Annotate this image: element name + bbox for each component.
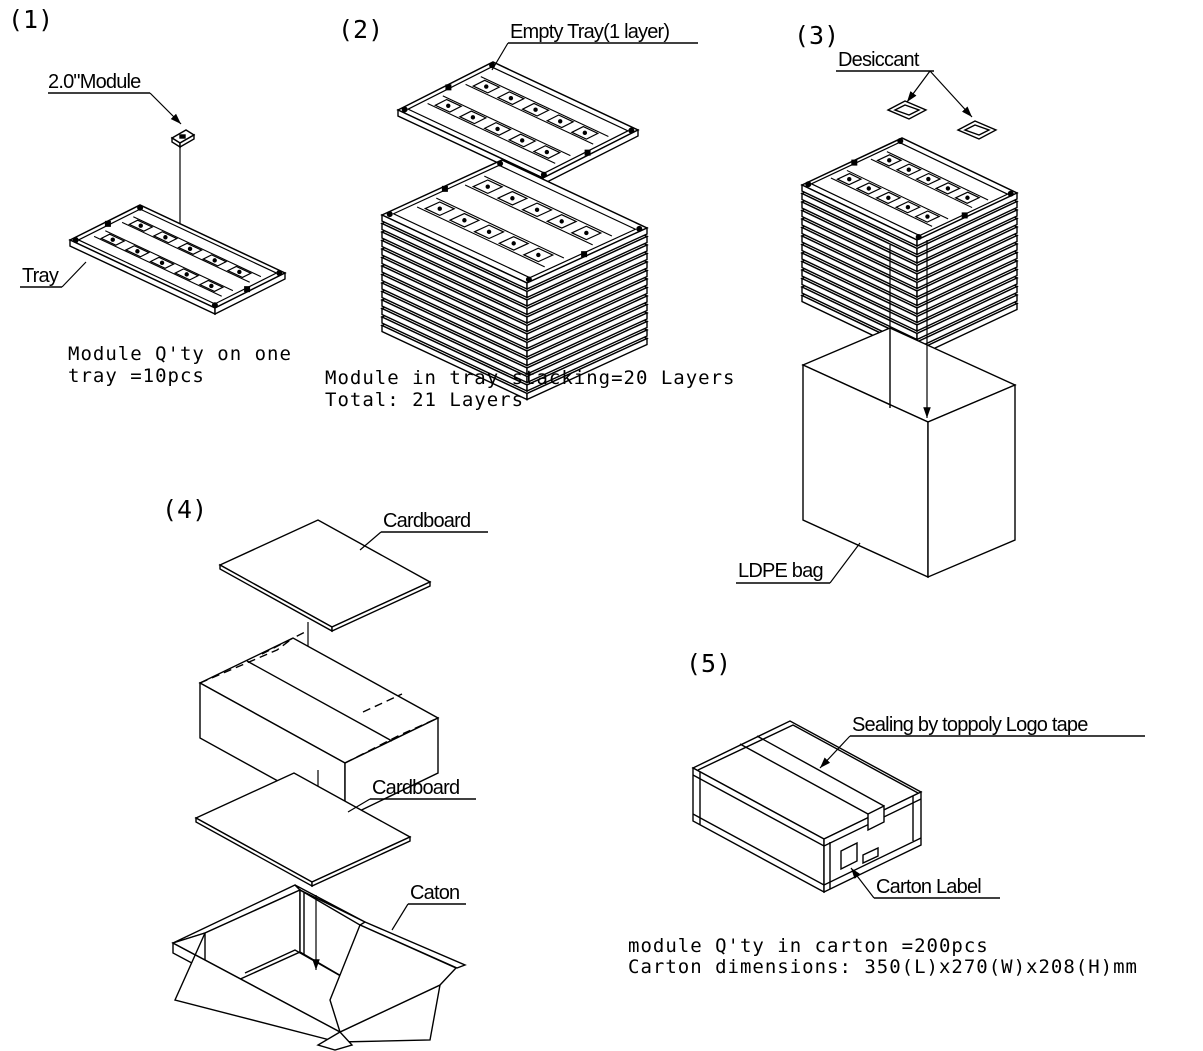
sealing-label: Sealing by toppoly Logo tape — [852, 714, 1088, 736]
desiccant-leader-1 — [906, 70, 931, 103]
note-5-line2: Carton dimensions: 350(L)x270(W)x208(H)m… — [628, 956, 1138, 978]
tray-stack-step2 — [380, 159, 649, 401]
caton-leader — [391, 903, 409, 931]
cardboard-top-leader — [359, 531, 382, 551]
ldpe-bag — [801, 327, 1017, 579]
module-leader-arrow — [149, 92, 182, 125]
sealed-carton — [691, 720, 923, 894]
note-2-line1: Module in tray stacking=20 Layers — [325, 367, 736, 389]
step-1-number: (1) — [8, 5, 53, 34]
caton-label: Caton — [410, 882, 459, 904]
carton-label-leader-arrow — [850, 867, 875, 899]
note-1-line2: tray =10pcs — [68, 365, 205, 387]
carton-open-step4 — [171, 884, 467, 1051]
desiccant-pack-2 — [956, 120, 998, 140]
note-1-line1: Module Q'ty on one — [68, 343, 292, 365]
desiccant-leader-2 — [929, 70, 973, 118]
carton-label-label: Carton Label — [876, 876, 981, 898]
module-label: 2.0"Module — [48, 71, 141, 93]
sealing-leader-arrow — [819, 735, 851, 769]
empty-tray — [396, 61, 640, 186]
ldpe-bag-label: LDPE bag — [738, 560, 823, 582]
step-4-number: (4) — [162, 495, 207, 524]
step-2-number: (2) — [338, 15, 383, 44]
cardboard-bottom-sheet — [194, 772, 412, 888]
empty-tray-leader — [491, 42, 509, 71]
cardboard-bottom-leader — [347, 798, 371, 813]
ldpe-bag-leader — [829, 542, 861, 584]
step-5-number: (5) — [686, 649, 731, 678]
step-3-number: (3) — [794, 21, 839, 50]
note-2-line2: Total: 21 Layers — [325, 389, 524, 411]
tray-step1 — [68, 204, 287, 316]
module-part — [170, 129, 196, 149]
tray-label: Tray — [22, 265, 59, 287]
cardboard-top-sheet — [218, 519, 432, 633]
cardboard-bottom-label: Cardboard — [372, 777, 459, 799]
tray-stack-step3 — [800, 137, 1019, 358]
desiccant-pack-1 — [886, 100, 928, 120]
note-5-line1: module Q'ty in carton =200pcs — [628, 935, 989, 957]
desiccant-label: Desiccant — [838, 49, 920, 71]
tray-leader — [61, 261, 87, 288]
cardboard-top-label: Cardboard — [383, 510, 470, 532]
empty-tray-label: Empty Tray(1 layer) — [510, 21, 669, 43]
